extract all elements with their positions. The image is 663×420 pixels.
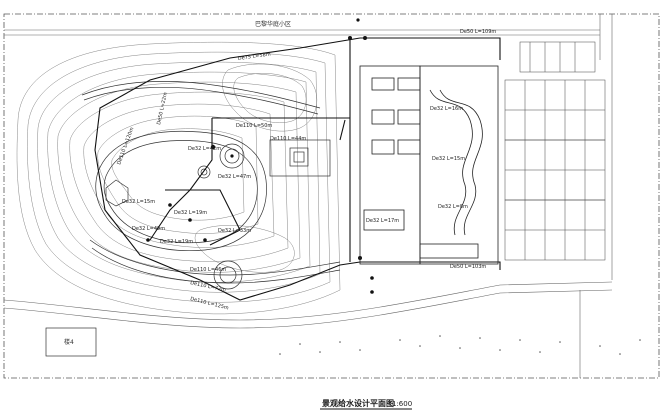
pipe-label: De32 L=16m — [430, 106, 463, 112]
small-building — [45, 327, 97, 357]
pipe-label: De32 L=15m — [432, 156, 465, 162]
pipe-label: De32 L=17m — [366, 218, 399, 224]
contour-lines — [16, 41, 341, 315]
pipe-label: De32 L=47m — [218, 174, 251, 180]
pipe-label: De50 L=103m — [450, 264, 486, 270]
valve-nodes — [146, 18, 374, 294]
drawing-frame — [3, 13, 660, 379]
pipe-label: De32 L=8m — [438, 204, 468, 210]
pipe-label: De110 L=125m — [190, 296, 230, 311]
pond-and-paths — [81, 81, 341, 290]
pipe-label: De110 L=46m — [190, 267, 226, 273]
pipe-labels: De50 L=109m De75 L=58m De50 L=22m De110 … — [116, 29, 496, 312]
pipe-label: De50 L=109m — [460, 29, 496, 35]
supply-pipes — [94, 37, 501, 301]
pipe-label: De32 L=19m — [160, 239, 193, 245]
central-building — [359, 65, 499, 265]
tree-dots — [279, 335, 641, 355]
right-plaza-grid — [504, 41, 606, 261]
small-building-label: 楼4 — [64, 338, 74, 346]
pipe-label: De32 L=42m — [188, 146, 221, 152]
pipe-label: De75 L=58m — [237, 51, 271, 62]
pipe-label: De110 L=50m — [236, 123, 272, 129]
drawing-scale: 1:600 — [392, 400, 412, 408]
pipe-label: De32 L=49m — [132, 226, 165, 232]
pipe-label: De110 L=44m — [270, 136, 306, 142]
pipe-label: De32 L=19m — [174, 210, 207, 216]
top-road — [4, 14, 613, 280]
bottom-road — [3, 281, 613, 378]
drawing-title: 景观给水设计平面图 — [322, 398, 394, 408]
top-area-label: 巴黎华庭小区 — [255, 20, 291, 28]
pipe-label: De50 L=22m — [156, 92, 169, 126]
pipe-label: De32 L=15m — [122, 199, 155, 205]
pipe-label: De32 L=33m — [218, 228, 251, 234]
